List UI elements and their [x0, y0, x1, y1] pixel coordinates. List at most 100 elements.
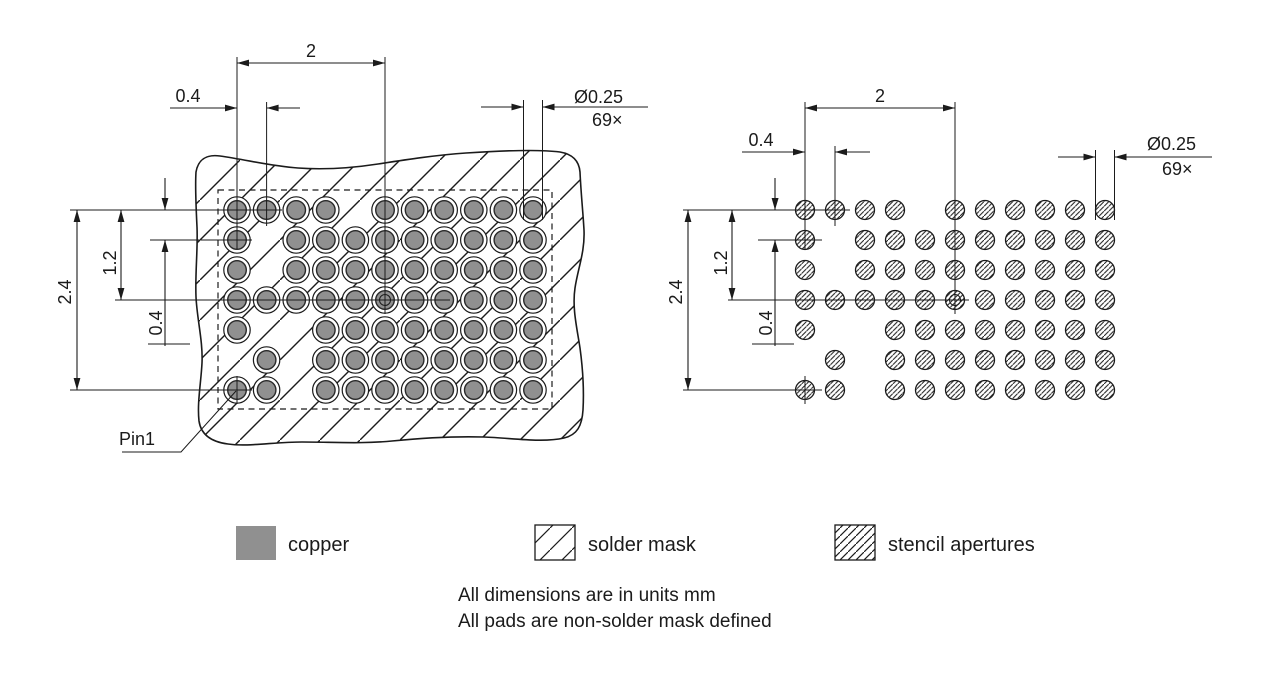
copper-pad	[286, 229, 307, 250]
stencil-aperture	[914, 229, 936, 251]
copper-pad	[493, 380, 514, 401]
arrowhead	[73, 378, 81, 390]
arrowhead	[161, 240, 169, 252]
stencil-aperture	[1064, 319, 1086, 341]
dim-dia-label: Ø0.25	[1147, 134, 1196, 154]
stencil-aperture	[914, 379, 936, 401]
stencil-aperture	[1004, 319, 1026, 341]
copper-pad	[345, 350, 366, 371]
copper-pad	[315, 260, 336, 281]
dim-2-label: 2	[875, 86, 885, 106]
copper-pad	[345, 320, 366, 341]
stencil-aperture	[884, 199, 906, 221]
copper-pad	[493, 199, 514, 220]
dim-04-label: 0.4	[748, 130, 773, 150]
stencil-aperture	[1034, 199, 1056, 221]
stencil-aperture	[1094, 199, 1116, 221]
copper-pad	[404, 229, 425, 250]
copper-pad	[523, 290, 544, 311]
stencil-aperture	[974, 289, 996, 311]
stencil-aperture	[884, 229, 906, 251]
dim-24-label: 2.4	[55, 279, 75, 304]
stencil-aperture	[944, 319, 966, 341]
pin1-label: Pin1	[119, 429, 155, 449]
stencil-aperture	[974, 379, 996, 401]
stencil-aperture	[854, 229, 876, 251]
copper-pad	[286, 199, 307, 220]
copper-pad	[315, 320, 336, 341]
copper-pad	[434, 350, 455, 371]
copper-pad	[463, 199, 484, 220]
stencil-aperture	[974, 349, 996, 371]
arrowhead	[805, 104, 817, 112]
copper-pad	[315, 199, 336, 220]
copper-pad	[463, 260, 484, 281]
arrowhead	[73, 210, 81, 222]
copper-pad	[345, 229, 366, 250]
arrowhead	[237, 59, 249, 67]
arrowhead	[511, 103, 524, 111]
stencil-aperture	[1004, 379, 1026, 401]
stencil-aperture	[1034, 319, 1056, 341]
arrowhead	[684, 210, 692, 222]
left-pad-array	[223, 196, 547, 404]
stencil-aperture	[974, 319, 996, 341]
copper-pad	[345, 260, 366, 281]
stencil-aperture	[1094, 379, 1116, 401]
dim-04v-label: 0.4	[756, 310, 776, 335]
copper-pad	[375, 380, 396, 401]
stencil-aperture	[854, 199, 876, 221]
stencil-aperture	[1034, 349, 1056, 371]
dim-24-label: 2.4	[666, 279, 686, 304]
copper-pad	[493, 229, 514, 250]
copper-pad	[434, 320, 455, 341]
copper-pad	[256, 380, 277, 401]
arrowhead	[117, 288, 125, 300]
copper-pad	[523, 320, 544, 341]
stencil-aperture	[1094, 229, 1116, 251]
legend-swatch-stencil-apertures	[834, 524, 876, 561]
copper-pad	[315, 350, 336, 371]
copper-pad	[493, 290, 514, 311]
component-body-outline	[217, 189, 553, 410]
arrowhead	[542, 103, 555, 111]
arrowhead	[684, 378, 692, 390]
arrowhead	[1114, 153, 1127, 161]
dim-count-label: 69×	[592, 110, 623, 130]
dim-2-label: 2	[306, 41, 316, 61]
copper-pad	[404, 380, 425, 401]
stencil-aperture	[914, 259, 936, 281]
stencil-aperture	[1034, 379, 1056, 401]
stencil-aperture	[1064, 289, 1086, 311]
dim-04v-label: 0.4	[146, 310, 166, 335]
arrowhead	[771, 240, 779, 252]
stencil-aperture	[794, 319, 816, 341]
copper-pad	[286, 260, 307, 281]
copper-pad	[493, 350, 514, 371]
center-marker	[371, 286, 399, 314]
copper-pad	[523, 260, 544, 281]
legend-swatch-copper	[236, 526, 276, 560]
stencil-aperture	[1064, 259, 1086, 281]
dim-count-label: 69×	[1162, 159, 1193, 179]
stencil-aperture	[1004, 229, 1026, 251]
stencil-aperture	[1034, 289, 1056, 311]
pin1-leader	[122, 390, 237, 453]
copper-pad	[345, 380, 366, 401]
stencil-aperture	[914, 319, 936, 341]
copper-pad	[493, 320, 514, 341]
note-nsmd: All pads are non-solder mask defined	[458, 611, 772, 632]
arrowhead	[117, 210, 125, 222]
stencil-aperture	[1064, 229, 1086, 251]
copper-pad	[523, 229, 544, 250]
copper-pad	[463, 350, 484, 371]
stencil-aperture	[1094, 259, 1116, 281]
left-view: 2 0.4 Ø0.25 69× 2.4 1.2	[55, 41, 648, 453]
stencil-aperture	[1004, 259, 1026, 281]
legend-swatch-solder-mask	[534, 524, 576, 561]
copper-pad	[375, 350, 396, 371]
stencil-aperture	[1094, 289, 1116, 311]
right-dimensions: 2 0.4 Ø0.25 69× 2.4 1.2	[666, 86, 1212, 404]
legend-label-copper: copper	[288, 534, 349, 556]
arrowhead	[835, 148, 847, 156]
